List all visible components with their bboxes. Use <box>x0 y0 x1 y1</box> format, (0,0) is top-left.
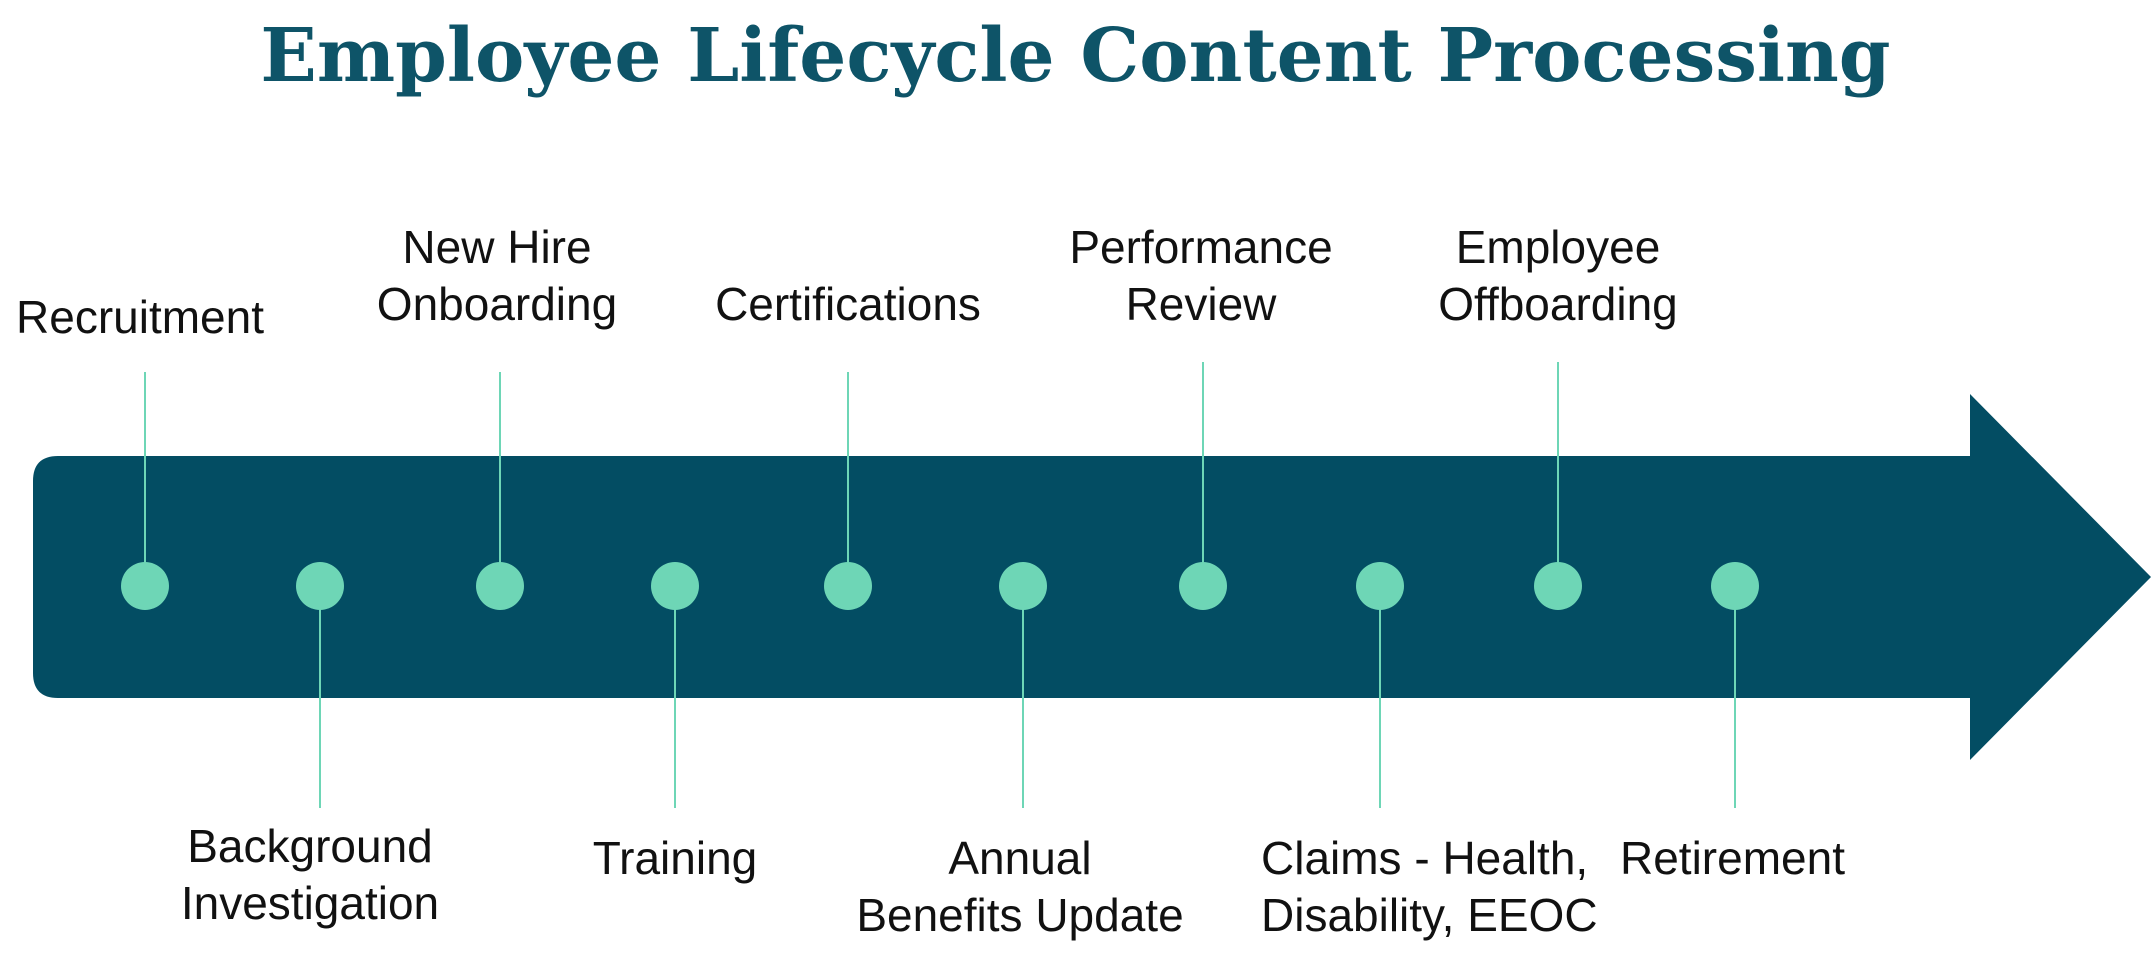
stage-dot <box>824 562 872 610</box>
stage-label-line: Employee <box>1456 221 1661 273</box>
stage-label-line: Review <box>1126 278 1278 330</box>
stage-4: Training <box>593 562 757 884</box>
stage-label-line: Certifications <box>715 278 981 330</box>
stage-8: Claims - Health,Disability, EEOC <box>1261 562 1598 941</box>
timeline-arrow <box>33 394 2151 760</box>
stage-1: Recruitment <box>16 291 264 610</box>
stage-label-line: Performance <box>1069 221 1332 273</box>
stage-label-line: Onboarding <box>377 278 617 330</box>
stage-dot <box>651 562 699 610</box>
stage-label-line: Claims - Health, <box>1261 832 1588 884</box>
stage-dot <box>1356 562 1404 610</box>
stage-label-line: Training <box>593 832 757 884</box>
stage-label-line: New Hire <box>402 221 591 273</box>
stage-dot <box>1179 562 1227 610</box>
stage-10: Retirement <box>1620 562 1845 884</box>
stage-dot <box>1711 562 1759 610</box>
stage-label-line: Offboarding <box>1438 278 1678 330</box>
stage-label-line: Retirement <box>1620 832 1845 884</box>
stage-dot <box>296 562 344 610</box>
stage-dot <box>999 562 1047 610</box>
stage-label-line: Annual <box>948 832 1091 884</box>
stage-label-line: Benefits Update <box>856 889 1183 941</box>
page-title: Employee Lifecycle Content Processing <box>260 13 1891 99</box>
stage-label-line: Background <box>187 820 433 872</box>
stage-dot <box>476 562 524 610</box>
stage-dot <box>121 562 169 610</box>
stage-label-line: Investigation <box>181 877 439 929</box>
stage-label-line: Recruitment <box>16 291 264 343</box>
stage-label-line: Disability, EEOC <box>1261 889 1598 941</box>
stage-5: Certifications <box>715 278 981 610</box>
stage-dot <box>1534 562 1582 610</box>
